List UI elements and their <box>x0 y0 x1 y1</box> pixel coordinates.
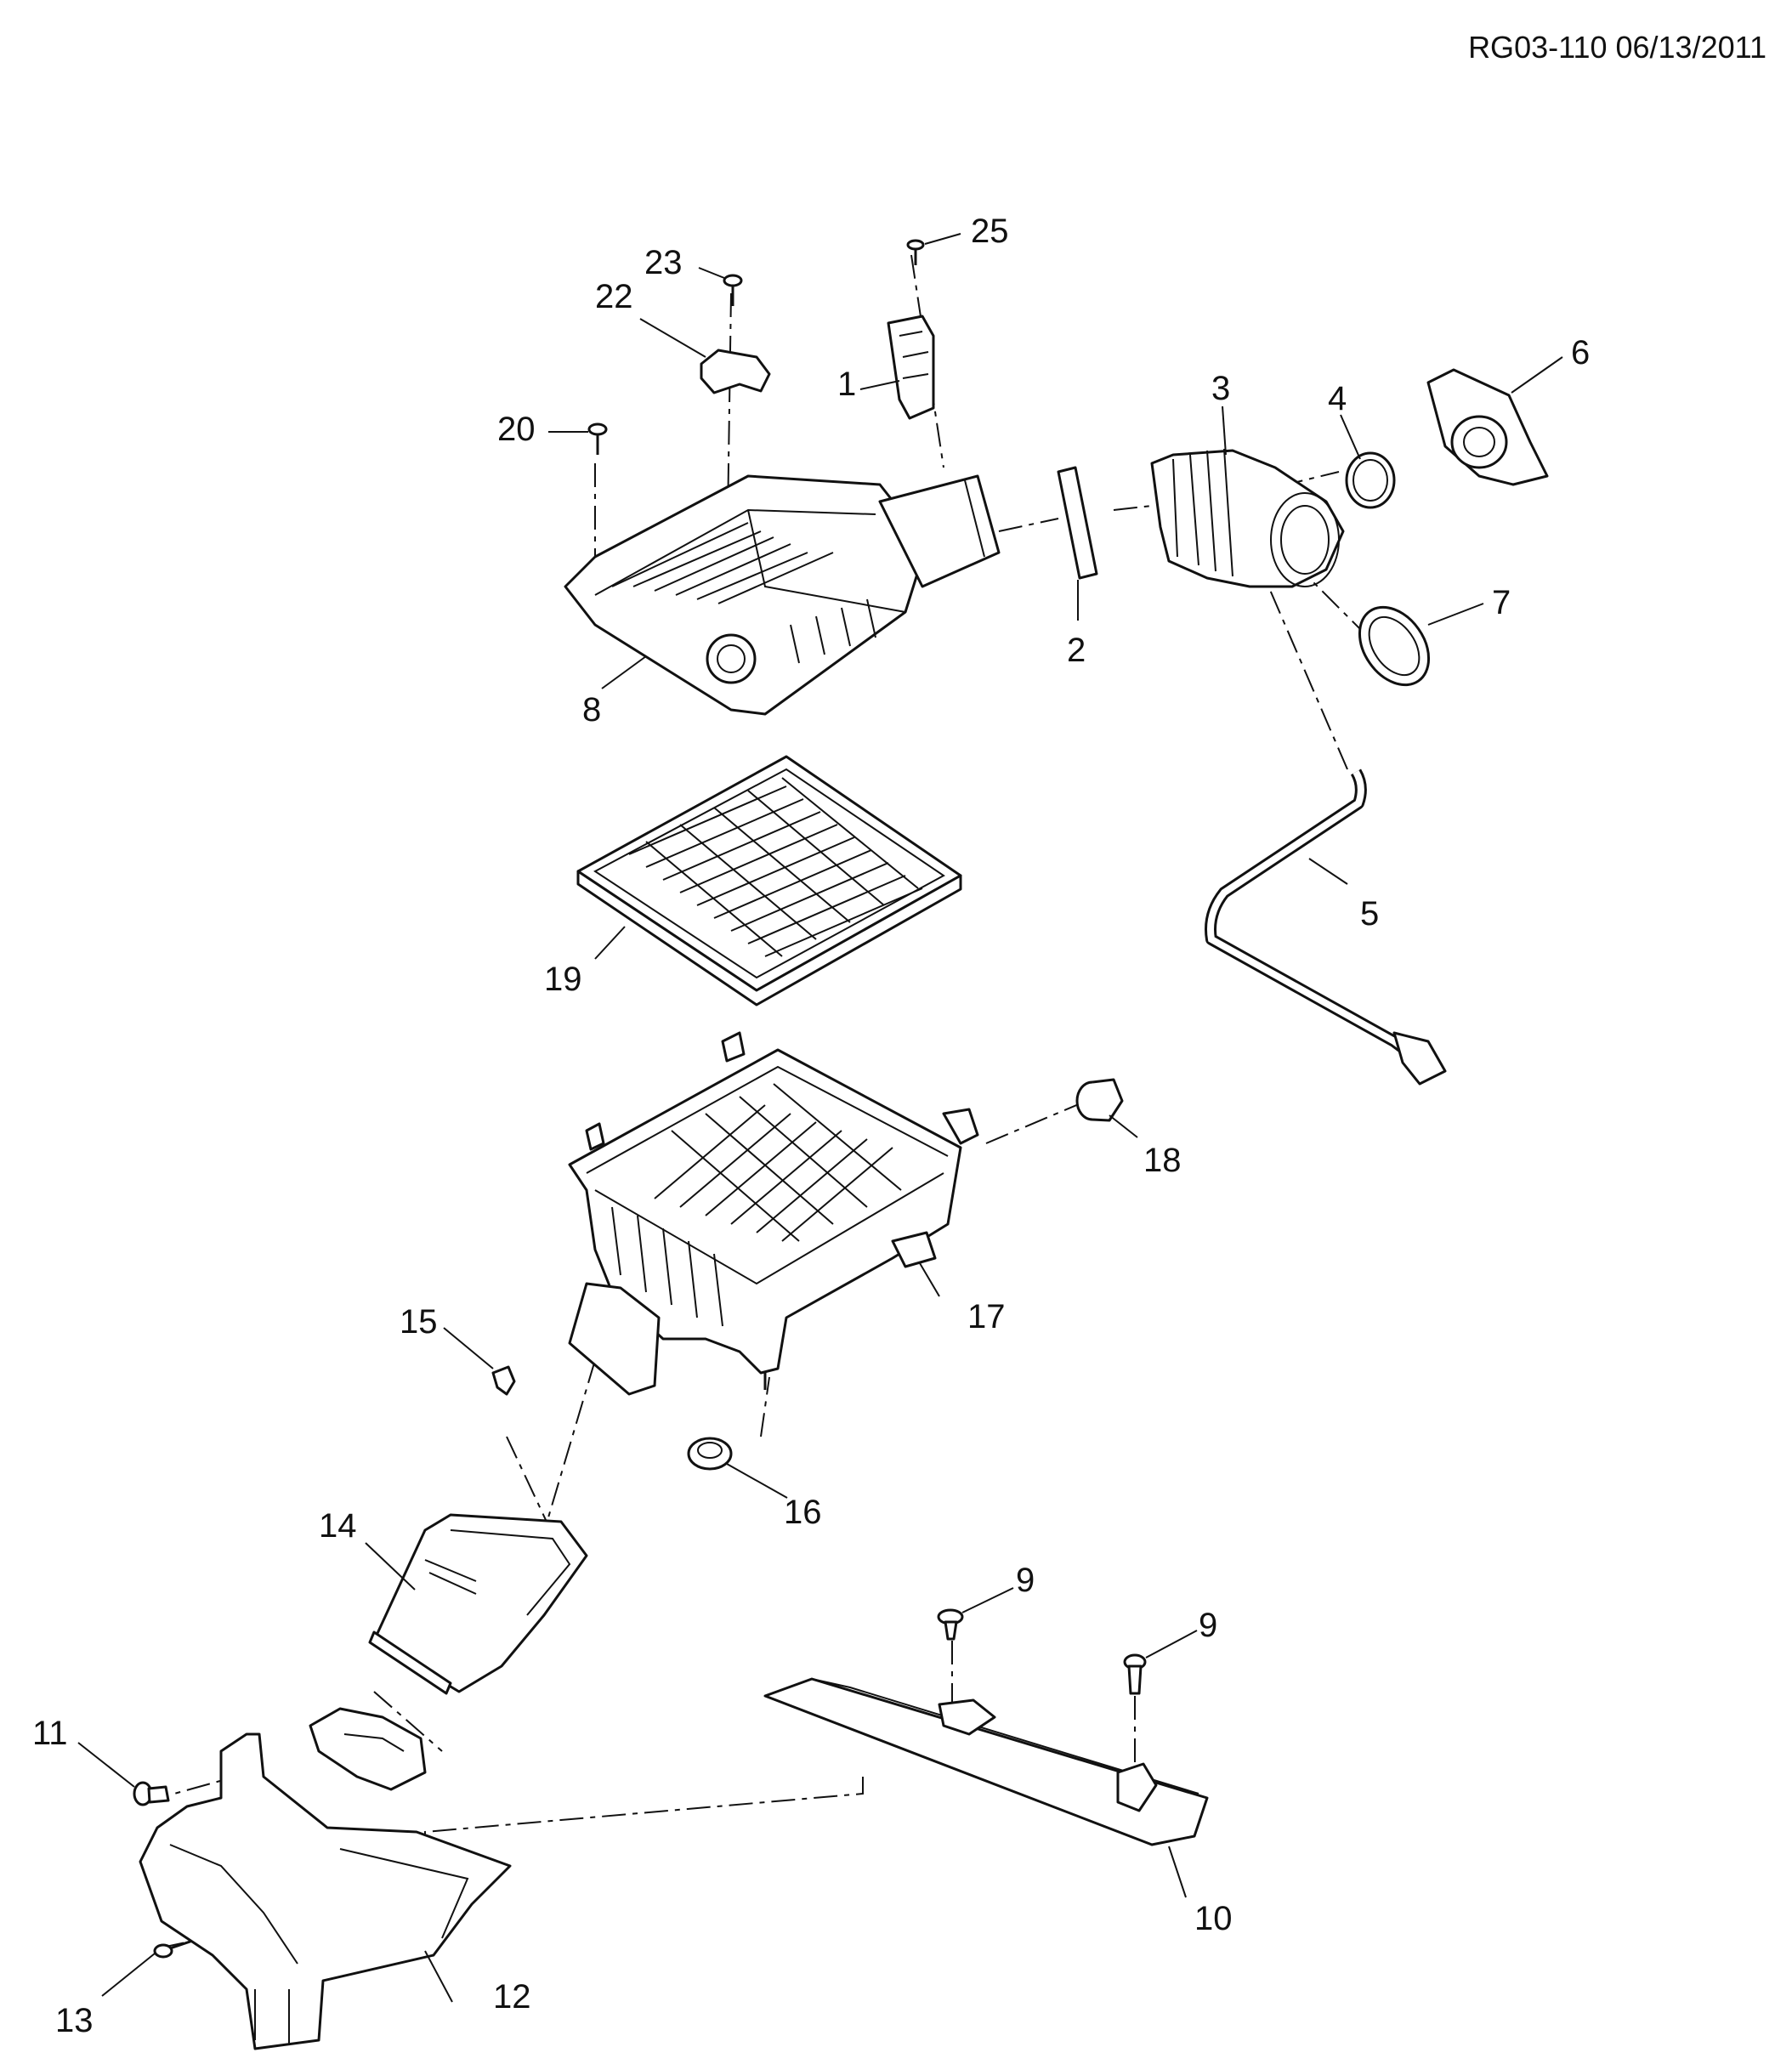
label-part-2: 2 <box>1067 632 1086 669</box>
part-11-clip <box>133 1781 170 1806</box>
part-20-screw <box>587 422 608 455</box>
label-part-10: 10 <box>1194 1900 1233 1937</box>
part-3-intake-duct <box>1150 448 1345 588</box>
label-part-15: 15 <box>400 1303 438 1341</box>
label-part-8: 8 <box>582 691 601 729</box>
label-part-23: 23 <box>644 244 683 281</box>
filter-honeycomb <box>628 777 923 957</box>
label-part-9-right: 9 <box>1199 1607 1217 1644</box>
part-8-air-cleaner-cover <box>564 474 1001 716</box>
label-part-3: 3 <box>1211 370 1230 407</box>
label-part-13: 13 <box>55 2002 94 2039</box>
part-16-grommet <box>687 1437 733 1471</box>
part-9-clip-left <box>937 1608 964 1641</box>
label-part-6: 6 <box>1571 334 1590 371</box>
part-5-hose <box>1205 768 1447 1086</box>
label-part-14: 14 <box>319 1507 357 1545</box>
part-23-screw <box>723 274 743 306</box>
part-7-clamp <box>1358 605 1431 687</box>
label-part-20: 20 <box>497 411 536 448</box>
part-14-inlet-duct <box>368 1513 588 1695</box>
label-part-9-left: 9 <box>1016 1562 1035 1599</box>
label-part-11: 11 <box>32 1715 68 1752</box>
part-4-o-ring <box>1345 451 1396 509</box>
part-12-lower-duct <box>139 1707 512 2050</box>
part-17-air-cleaner-housing <box>568 1031 979 1396</box>
label-part-22: 22 <box>595 278 633 315</box>
label-part-25: 25 <box>971 213 1009 250</box>
label-part-5: 5 <box>1360 895 1379 933</box>
reference-numbers: 1 2 3 4 5 6 7 8 9 9 10 11 12 13 14 15 16… <box>32 213 1590 2039</box>
label-part-12: 12 <box>493 1978 531 2016</box>
label-part-4: 4 <box>1328 380 1347 417</box>
part-18-grommet <box>1075 1078 1124 1122</box>
label-part-17: 17 <box>967 1298 1006 1335</box>
label-part-18: 18 <box>1143 1142 1182 1179</box>
part-10-deflector <box>763 1677 1209 1846</box>
part-6-adapter <box>1426 368 1549 486</box>
part-22-sensor <box>700 349 771 394</box>
label-part-19: 19 <box>544 961 582 998</box>
label-part-16: 16 <box>784 1494 822 1531</box>
part-19-air-filter <box>576 755 962 1006</box>
leader-lines <box>77 233 1563 2003</box>
part-15-clip <box>491 1365 516 1396</box>
part-25-screw <box>906 239 925 265</box>
part-9-clip-right <box>1123 1653 1147 1695</box>
label-part-1: 1 <box>837 366 856 403</box>
part-2-seal <box>1057 466 1098 580</box>
part-1-airflow-sensor <box>887 315 935 420</box>
drawing-reference: RG03-110 06/13/2011 <box>1468 30 1766 65</box>
label-part-7: 7 <box>1492 584 1511 621</box>
